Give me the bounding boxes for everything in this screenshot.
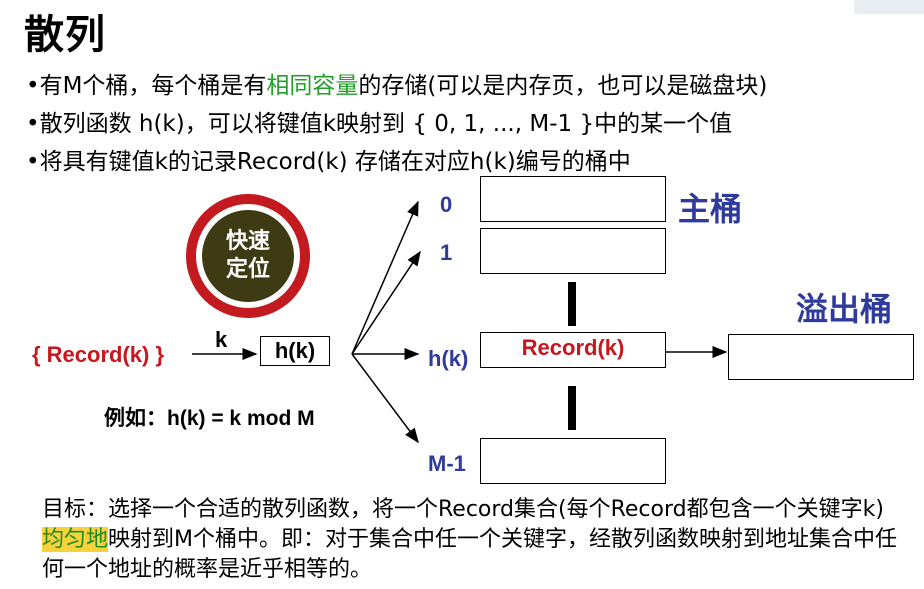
bucket-1 (480, 228, 666, 274)
arrow-hash-to-0 (351, 200, 419, 355)
bullet-1-prefix: •有M个桶，每个桶是有 (26, 73, 267, 99)
goal-highlight: 均匀地 (42, 527, 109, 552)
bucket-index-0: 0 (440, 192, 453, 217)
bullet-1-suffix: 的存储(可以是内存页，也可以是磁盘块) (358, 73, 768, 99)
hash-function-label: h(k) (274, 338, 316, 363)
bucket-0 (480, 176, 666, 222)
bucket-index-1: 1 (440, 240, 453, 265)
overflow-bucket-label: 溢出桶 (796, 291, 893, 327)
bullet-hash-function: •散列函数 h(k)，可以将键值k映射到 { 0, 1, ..., M-1 }中… (26, 111, 733, 137)
main-bucket-label: 主桶 (678, 191, 743, 227)
quick-locate-badge: 快速 定位 (186, 194, 310, 318)
goal-part-2: 映射到M个桶中。即：对于集合中任一个关键字，经散列函数映射到地址集合中任何一个地… (42, 527, 897, 582)
overflow-bucket (728, 334, 914, 380)
arrow-hash-to-m1 (351, 353, 419, 444)
input-record-set: { Record(k) } (32, 342, 165, 367)
bucket-hk: Record(k) (480, 332, 666, 368)
ellipsis-bar-upper (568, 282, 576, 326)
example-formula: 例如：h(k) = k mod M (104, 407, 315, 430)
hash-function-box: h(k) (260, 336, 330, 366)
bullet-1-highlight: 相同容量 (266, 73, 359, 99)
bucket-index-m1: M-1 (428, 451, 466, 476)
badge-line-2: 定位 (225, 257, 270, 282)
key-label: k (215, 327, 228, 352)
badge-line-1: 快速 (225, 229, 270, 254)
goal-paragraph: 目标：选择一个合适的散列函数，将一个Record集合(每个Record都包含一个… (42, 495, 912, 585)
bucket-index-hk: h(k) (428, 346, 469, 371)
ellipsis-bar-lower (568, 386, 576, 430)
slide-corner-decoration (854, 0, 924, 14)
badge-core: 快速 定位 (202, 210, 294, 302)
bucket-record-label: Record(k) (521, 335, 625, 360)
arrow-hash-to-1 (351, 250, 421, 355)
slide-title: 散列 (24, 12, 106, 58)
goal-part-1: 目标：选择一个合适的散列函数，将一个Record集合(每个Record都包含一个… (42, 497, 884, 522)
bucket-m1 (480, 438, 666, 484)
bullet-buckets: •有M个桶，每个桶是有相同容量的存储(可以是内存页，也可以是磁盘块) (26, 66, 767, 100)
bullet-record-storage: •将具有键值k的记录Record(k) 存储在对应h(k)编号的桶中 (26, 149, 631, 175)
